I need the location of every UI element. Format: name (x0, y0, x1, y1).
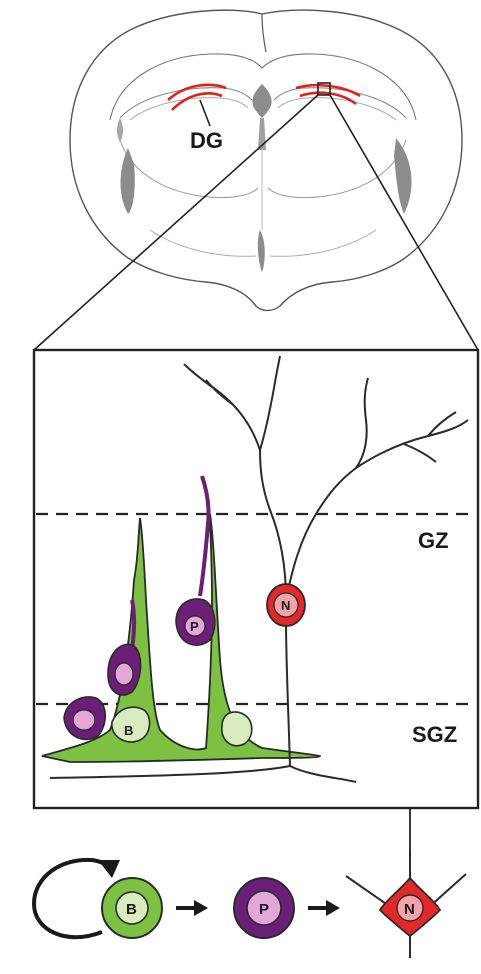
hippocampus-right-inner (277, 97, 397, 121)
basal-cell-nucleus (111, 706, 151, 743)
lower-ventricle (257, 230, 265, 272)
self-renewal-arrowhead (98, 860, 120, 878)
neuron-axon-branch-right (289, 765, 357, 783)
lateral-gray-left (120, 148, 135, 214)
hippocampus-left (119, 87, 253, 119)
zoomed-panel: GZ SGZ B P (32, 348, 480, 810)
sgz-label: SGZ (412, 722, 457, 747)
progenitor-nucleus-upper (184, 615, 206, 637)
lateral-gray-left-small (117, 118, 123, 142)
zoom-panel-frame (32, 348, 480, 810)
radial-glia-nucleus-2 (221, 711, 253, 747)
zoom-line-right (329, 94, 479, 351)
third-ventricle (252, 84, 272, 118)
gz-label: GZ (418, 528, 449, 553)
progenitor-label-upper: P (190, 619, 199, 634)
brain-section: DG (69, 9, 463, 312)
mature-neuron: N (49, 583, 357, 783)
arrow-p-to-n-head (326, 900, 340, 916)
neuron-nucleus (273, 592, 299, 618)
cortex-inner-line (109, 53, 417, 121)
brain-outline (69, 9, 463, 312)
dentate-gyrus-left (167, 83, 227, 111)
ventricle-stem (258, 118, 266, 150)
hippocampus-left-inner (129, 97, 249, 121)
lineage-neuron: N (345, 850, 467, 958)
zoom-selection-box (317, 82, 331, 96)
progenitor-process-upper (198, 475, 211, 597)
self-renewal-arrow (31, 857, 112, 940)
arrow-b-to-p-head (194, 900, 208, 916)
lineage-neuron-nucleus (396, 894, 424, 922)
radial-glia-body (41, 513, 321, 763)
lineage-basal-label: B (126, 901, 137, 918)
thalamus-right (267, 139, 407, 199)
radial-glia-cells: B (41, 513, 321, 763)
progenitor-cells: P (63, 475, 216, 741)
midline-top (261, 13, 267, 53)
lateral-gray-right (394, 138, 412, 214)
ventral-right (269, 229, 377, 257)
zoom-line-left (33, 94, 319, 351)
basal-cell-label: B (124, 723, 133, 738)
dg-label: DG (190, 128, 223, 153)
progenitor-nucleus-middle (114, 662, 134, 686)
neuron-axon (285, 619, 291, 767)
lineage-row: B P N (31, 850, 467, 958)
hippocampus-right (273, 87, 407, 119)
lineage-progenitor-label: P (259, 901, 269, 918)
neuron-label: N (281, 598, 290, 613)
neuron-axon-branch-left (49, 765, 291, 779)
lineage-neuron-label: N (404, 901, 415, 918)
lineage-progenitor-nucleus (246, 890, 282, 926)
lineage-basal-nucleus (115, 891, 149, 925)
progenitor-nucleus-lower (72, 709, 96, 731)
neuron-dendrites (183, 355, 469, 601)
dg-pointer-line (199, 99, 211, 127)
